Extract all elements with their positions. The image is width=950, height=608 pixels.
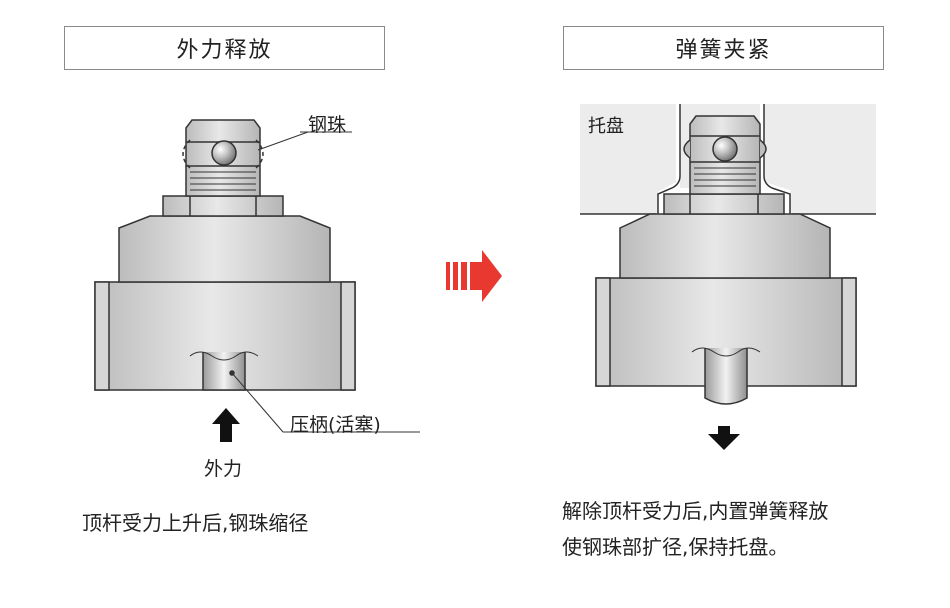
left-upper-block [118, 215, 331, 283]
down-arrow [708, 426, 740, 450]
label-piston: 压柄(活塞) [290, 414, 381, 436]
right-title: 弹簧夹紧 [563, 26, 884, 70]
left-steel-ball [211, 140, 237, 166]
right-upper-block [619, 213, 831, 279]
left-base-flange-right [340, 281, 356, 391]
label-tray: 托盘 [588, 116, 624, 137]
right-caption-line2: 使钢珠部扩径,保持托盘。 [562, 535, 789, 559]
left-nut [162, 195, 284, 217]
right-piston [704, 348, 748, 405]
left-title: 外力释放 [64, 26, 385, 70]
right-mechanism [580, 104, 876, 405]
label-ball: 钢珠 [308, 114, 347, 136]
right-steel-ball [712, 136, 738, 162]
left-mechanism [94, 119, 420, 433]
left-caption: 顶杆受力上升后,钢珠缩径 [82, 511, 309, 535]
leader-piston [231, 372, 284, 433]
left-base-flange-left [94, 281, 110, 391]
left-piston [202, 352, 246, 391]
label-force: 外力 [204, 458, 243, 480]
right-nut [663, 193, 785, 215]
leader-ball [257, 131, 309, 151]
up-force-arrow [212, 408, 240, 442]
transition-arrow [446, 250, 502, 302]
right-caption-line1: 解除顶杆受力后,内置弹簧释放 [562, 499, 829, 523]
